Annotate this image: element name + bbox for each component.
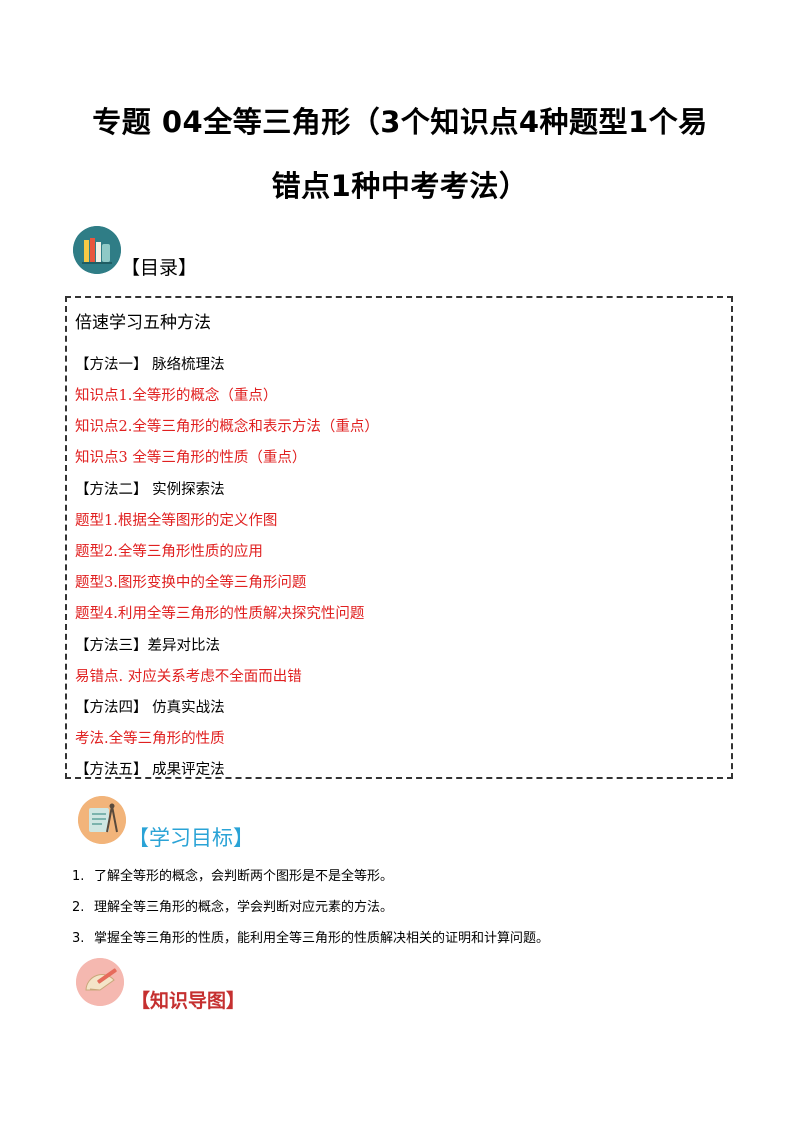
toc-item[interactable]: 题型4.利用全等三角形的性质解决探究性问题 xyxy=(75,606,365,622)
toc-item[interactable]: 题型1.根据全等图形的定义作图 xyxy=(75,513,278,529)
list-item: 3. 掌握全等三角形的性质，能利用全等三角形的性质解决相关的证明和计算问题。 xyxy=(72,928,752,959)
toc-item[interactable]: 【方法三】差异对比法 xyxy=(75,638,220,654)
list-text: 理解全等三角形的概念，学会判断对应元素的方法。 xyxy=(94,900,394,915)
toc-heading: 【目录】 xyxy=(121,257,198,279)
toc-item[interactable]: 【方法五】 成果评定法 xyxy=(75,762,225,778)
toc-item[interactable]: 知识点3 全等三角形的性质（重点） xyxy=(75,450,307,466)
toc-item[interactable]: 【方法一】 脉络梳理法 xyxy=(75,357,225,373)
toc-box-title: 倍速学习五种方法 xyxy=(75,313,211,333)
learning-goals-heading: 【学习目标】 xyxy=(128,826,254,850)
toc-item[interactable]: 【方法四】 仿真实战法 xyxy=(75,700,225,716)
list-item: 1. 了解全等形的概念，会判断两个图形是不是全等形。 xyxy=(72,866,752,897)
list-number: 3. xyxy=(72,931,85,946)
learning-goals-list: 1. 了解全等形的概念，会判断两个图形是不是全等形。 2. 理解全等三角形的概念… xyxy=(72,866,752,959)
list-number: 2. xyxy=(72,900,85,915)
list-number: 1. xyxy=(72,869,85,884)
toc-item[interactable]: 易错点. 对应关系考虑不全面而出错 xyxy=(75,669,302,685)
toc-item[interactable]: 知识点2.全等三角形的概念和表示方法（重点） xyxy=(75,419,379,435)
toc-item[interactable]: 题型2.全等三角形性质的应用 xyxy=(75,544,263,560)
knowledge-map-heading: 【知识导图】 xyxy=(131,990,246,1012)
toc-item[interactable]: 知识点1.全等形的概念（重点） xyxy=(75,388,278,404)
toc-item[interactable]: 考法.全等三角形的性质 xyxy=(75,731,225,747)
toc-item[interactable]: 【方法二】 实例探索法 xyxy=(75,482,225,498)
toc-box: 倍速学习五种方法 【方法一】 脉络梳理法 知识点1.全等形的概念（重点） 知识点… xyxy=(65,296,733,779)
protractor-icon xyxy=(76,958,124,1006)
toc-item[interactable]: 题型3.图形变换中的全等三角形问题 xyxy=(75,575,307,591)
drafting-icon xyxy=(78,796,126,844)
books-icon xyxy=(73,226,121,274)
list-text: 了解全等形的概念，会判断两个图形是不是全等形。 xyxy=(94,869,394,884)
document-title-line1: 专题 04全等三角形（3个知识点4种题型1个易 xyxy=(92,105,708,139)
list-text: 掌握全等三角形的性质，能利用全等三角形的性质解决相关的证明和计算问题。 xyxy=(94,931,550,946)
document-title-line2: 错点1种中考考法） xyxy=(271,169,529,203)
list-item: 2. 理解全等三角形的概念，学会判断对应元素的方法。 xyxy=(72,897,752,928)
